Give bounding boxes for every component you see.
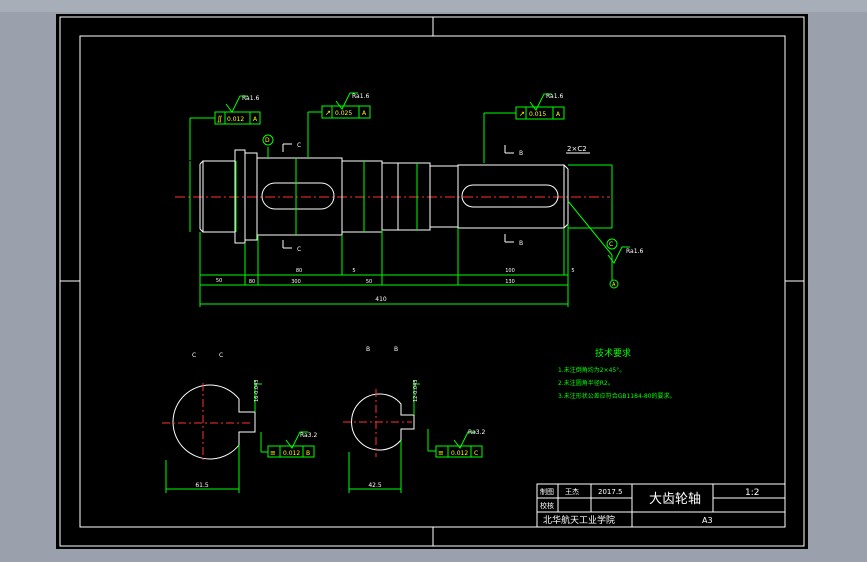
tech-req-title: 技术要求 [595, 347, 631, 359]
datum-a-circle [609, 279, 619, 289]
svg-text:0.012: 0.012 [283, 450, 300, 457]
dim-total-length: 410 [375, 296, 387, 303]
svg-text:B: B [394, 346, 398, 353]
cut-label-b-bottom: B [519, 240, 523, 247]
dim-d6: 50 [366, 279, 372, 285]
circular-runout-icon: ↗ [325, 109, 331, 117]
svg-text:A: A [362, 110, 367, 117]
dim-d9: 130 [505, 279, 515, 285]
roughness-symbol-2 [335, 92, 358, 110]
datum-d-circle [262, 134, 274, 146]
dim-d8: 5 [571, 268, 574, 274]
svg-text:0.012: 0.012 [227, 116, 244, 123]
roughness-3-label: Ra1.6 [546, 93, 563, 100]
svg-text:12-0.043: 12-0.043 [413, 380, 419, 402]
circular-runout-icon: ↗ [519, 110, 525, 118]
cut-label-c-bottom: C [297, 246, 301, 253]
dim-d4: 80 [249, 279, 255, 285]
datum-a-label: A [612, 282, 616, 288]
roughness-symbol-1 [225, 95, 248, 113]
tech-req-item: 3.未注形状公差应符合GB1184-80的要求。 [558, 392, 676, 400]
tech-req-item: 1.未注倒角均为2×45°。 [558, 366, 625, 374]
roughness-2-label: Ra1.6 [352, 93, 369, 100]
dim-d2: 80 [296, 268, 302, 274]
title-school: 北华航天工业学院 [543, 514, 615, 526]
dim-d5: 5 [352, 268, 355, 274]
title-part-name: 大齿轮轴 [649, 492, 701, 507]
svg-text:61.5: 61.5 [195, 482, 209, 489]
section-b-b: B B 42.5 12-0.043 ≡ 0.012 C Ra3.2 [343, 346, 485, 493]
top-strip [0, 0, 867, 12]
roughness-1-label: Ra1.6 [242, 95, 259, 102]
gdt-frame-3: ↗ 0.015 A [515, 106, 565, 120]
drawing-sheet [56, 14, 808, 549]
svg-text:B: B [306, 450, 310, 457]
datum-c-label: C [609, 241, 613, 248]
shaft-main-view: C C B B D C A 50 80 300 5 50 100 5 130 8… [175, 92, 643, 307]
title-sheet-size: A3 [702, 516, 713, 525]
cut-label-b-top: B [519, 150, 523, 157]
svg-text:C: C [474, 450, 478, 457]
keyway-slot-1 [261, 182, 335, 210]
title-date: 2017.5 [598, 488, 623, 496]
svg-text:16-0.043: 16-0.043 [254, 380, 260, 402]
dim-d7: 100 [505, 268, 515, 274]
svg-text:B: B [366, 346, 370, 353]
roughness-symbol-4 [607, 246, 630, 264]
svg-text:A: A [556, 111, 561, 118]
symmetry-icon: ≡ [270, 449, 276, 457]
svg-text:Ra3.2: Ra3.2 [300, 432, 317, 439]
title-drawn-by: 王杰 [565, 487, 579, 496]
technical-requirements: 技术要求 1.未注倒角均为2×45°。 2.未注圆角半径R2。 3.未注形状公差… [558, 347, 676, 400]
dim-d3: 300 [291, 279, 301, 285]
section-c-c: C C 61.5 16-0.043 ≡ 0.012 B Ra3.2 [162, 352, 317, 493]
gdt-frame-1: ∬ 0.012 A [214, 111, 261, 125]
svg-text:Ra3.2: Ra3.2 [468, 429, 485, 436]
cut-label-c-top: C [297, 142, 301, 149]
datum-d-label: D [265, 137, 270, 144]
keyway-slot-2 [461, 184, 559, 208]
svg-text:C: C [219, 352, 223, 359]
dim-chamfer: 2×C2 [567, 145, 587, 153]
symmetry-icon: ≡ [438, 449, 444, 457]
title-scale: 1:2 [745, 488, 759, 498]
sheet-frame [59, 16, 805, 547]
svg-text:0.012: 0.012 [451, 450, 468, 457]
svg-text:42.5: 42.5 [368, 482, 382, 489]
tech-req-item: 2.未注圆角半径R2。 [558, 379, 614, 387]
roughness-symbol-3 [529, 93, 552, 111]
svg-text:0.015: 0.015 [529, 111, 546, 118]
datum-c-circle [606, 238, 618, 250]
svg-text:C: C [192, 352, 196, 359]
svg-text:A: A [253, 116, 258, 123]
shaft-segment-keyway-2 [457, 164, 565, 229]
title-checked-label: 校核 [540, 501, 554, 510]
dim-d1: 50 [216, 278, 222, 284]
runout-icon: ∬ [217, 115, 223, 123]
title-block: 制图 王杰 2017.5 校核 大齿轮轴 1:2 北华航天工业学院 A3 [536, 483, 786, 528]
svg-text:0.025: 0.025 [335, 110, 352, 117]
gdt-frame-2: ↗ 0.025 A [321, 105, 371, 119]
roughness-4-label: Ra1.6 [626, 248, 643, 255]
title-drawn-label: 制图 [540, 487, 554, 496]
